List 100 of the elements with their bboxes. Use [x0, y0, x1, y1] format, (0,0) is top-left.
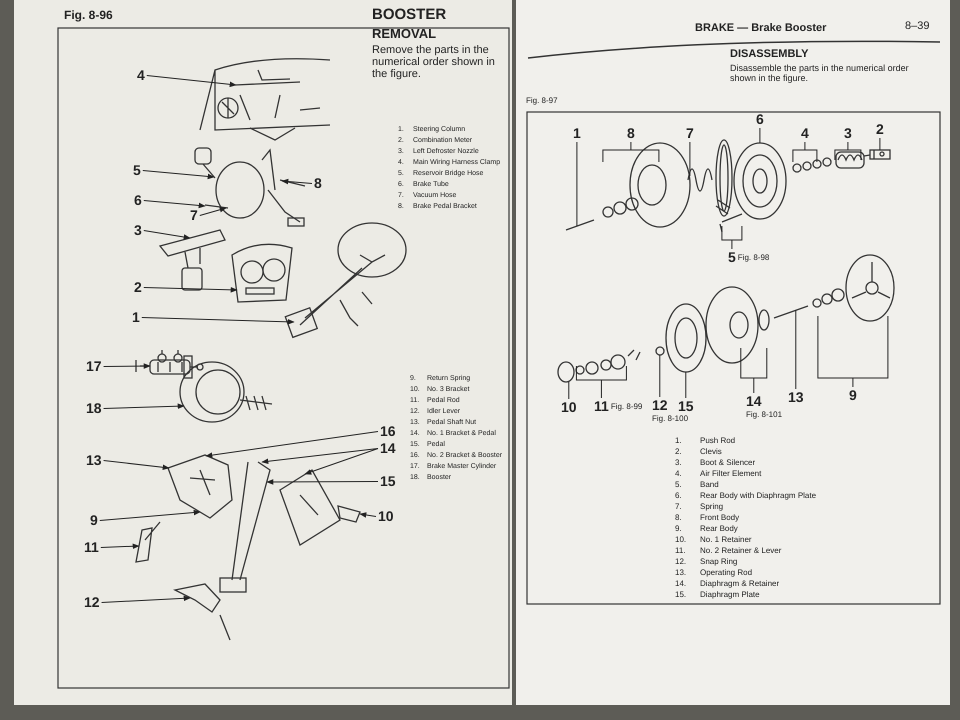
- band-drawing: [715, 139, 743, 233]
- callout-number: 8: [627, 126, 635, 141]
- leader-line: [266, 479, 378, 485]
- part-name: Air Filter Element: [700, 469, 762, 478]
- diaphragm-plate-drawing: [665, 303, 707, 373]
- instruction-text: Remove the parts in the numerical order shown in the figure.: [372, 44, 496, 80]
- bracket-drawing: [167, 454, 233, 519]
- callout-number: 6: [134, 193, 142, 208]
- item-number: 10.: [675, 535, 686, 544]
- leader-line: [602, 142, 660, 162]
- part-name: Operating Rod: [700, 568, 752, 577]
- callout-number: 3: [134, 223, 142, 238]
- callout-number: 13: [788, 390, 804, 405]
- diaphragm-drawing: [705, 286, 770, 364]
- leader-line: [143, 230, 191, 240]
- callout-number: 7: [686, 126, 694, 141]
- callout-number: 3: [844, 126, 852, 141]
- part-name: No. 2 Retainer & Lever: [700, 546, 782, 555]
- leader-line: [689, 142, 690, 176]
- leader-line: [101, 596, 191, 603]
- callout-number: 14: [380, 441, 396, 456]
- callout-number: 8: [314, 176, 322, 191]
- callout-number: 14: [746, 394, 762, 409]
- callout-number: 5: [133, 163, 141, 178]
- leader-line: [834, 142, 862, 160]
- callout-number: 9: [849, 388, 857, 403]
- spring-drawing: [687, 168, 713, 192]
- booster-drawing: [179, 361, 273, 423]
- callout-number: 12: [652, 398, 668, 413]
- air-filter-drawing: [792, 157, 832, 173]
- leader-line: [359, 512, 376, 518]
- leader-line: [659, 354, 660, 398]
- leader-line: [576, 366, 627, 398]
- part-name: Rear Body: [700, 524, 738, 533]
- leader-line: [281, 178, 312, 184]
- leader-line: [103, 460, 170, 470]
- snap-ring-drawing: [655, 346, 665, 356]
- callout-number: 1: [132, 310, 140, 325]
- instruction-text: Disassemble the parts in the numerical order shown in the figure.: [730, 63, 910, 83]
- figure-number: Fig. 8-97: [526, 96, 558, 105]
- item-number: 12.: [675, 557, 686, 566]
- combination-meter-drawing: [231, 244, 293, 303]
- callout-number: 11: [84, 540, 99, 555]
- leader-line: [721, 226, 742, 250]
- leader-line: [199, 207, 227, 216]
- leader-line: [879, 138, 880, 150]
- item-number: 1.: [675, 436, 682, 445]
- brake-pedal-drawing: [219, 461, 271, 593]
- clevis-drawing: [863, 149, 891, 160]
- callout-number: 6: [756, 112, 764, 127]
- leader-line: [142, 170, 215, 180]
- callout-number: 17: [86, 359, 102, 374]
- retainer-drawing: [557, 361, 575, 383]
- leader-line: [740, 348, 768, 394]
- push-rod-drawing: [566, 219, 594, 231]
- callout-number: 2: [876, 122, 884, 137]
- bracket-drawing: [279, 469, 341, 546]
- callout-number: 5: [728, 250, 736, 265]
- section-heading: REMOVAL: [372, 26, 436, 41]
- defroster-nozzle-drawing: [159, 229, 226, 291]
- callout-number: 11: [594, 399, 609, 414]
- operating-rod-drawing: [774, 305, 808, 319]
- figure-reference: Fig. 8-100: [652, 415, 688, 423]
- leader-line: [759, 128, 760, 144]
- figure-reference: Fig. 8-101: [746, 411, 782, 419]
- item-number: 15.: [675, 590, 686, 599]
- leader-line: [205, 431, 378, 458]
- part-name: Boot & Silencer: [700, 458, 756, 467]
- dashboard-drawing: [199, 58, 331, 141]
- callout-number: 15: [678, 399, 694, 414]
- leader-line: [143, 287, 238, 293]
- callout-number: 4: [801, 126, 809, 141]
- page-number: 8–39: [905, 20, 930, 32]
- callout-number: 4: [137, 68, 145, 83]
- item-number: 9.: [675, 524, 682, 533]
- leader-line: [261, 448, 378, 464]
- callout-number: 13: [86, 453, 102, 468]
- callout-number: 12: [84, 595, 100, 610]
- figure-reference: Fig. 8-98: [738, 252, 770, 264]
- callout-number: 1: [573, 126, 581, 141]
- retainer-parts-drawing: [575, 349, 641, 375]
- idler-lever-drawing: [174, 583, 231, 641]
- callout-number: 10: [561, 400, 577, 415]
- item-number: 3.: [675, 458, 682, 467]
- leader-line: [103, 403, 185, 409]
- part-name: Push Rod: [700, 436, 736, 445]
- figure-number: Fig. 8-96: [64, 8, 113, 22]
- callout-number: 2: [134, 280, 142, 295]
- part-name: Band: [700, 480, 719, 489]
- leader-line: [817, 316, 888, 388]
- part-name: No. 1 Retainer: [700, 535, 752, 544]
- part-name: Diaphragm Plate: [700, 590, 760, 599]
- part-name: Diaphragm & Retainer: [700, 579, 780, 588]
- callout-number: 10: [378, 509, 394, 524]
- part-name: Front Body: [700, 513, 740, 522]
- master-cylinder-drawing: [135, 349, 204, 379]
- item-number: 5.: [675, 480, 682, 489]
- item-number: 6.: [675, 491, 682, 500]
- leader-line: [141, 317, 295, 325]
- item-number: 7.: [675, 502, 682, 511]
